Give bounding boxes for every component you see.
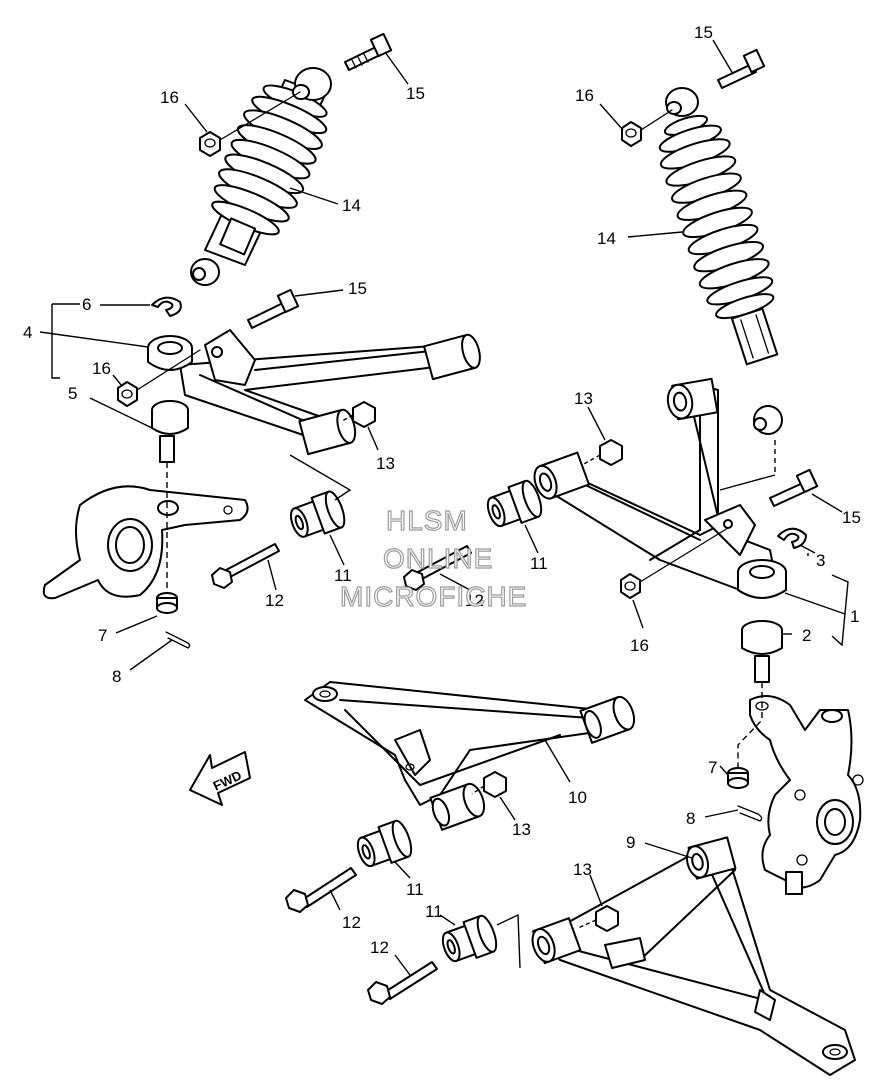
right-upper-shock-nut [621,121,642,147]
callout-16: 16 [630,636,649,655]
lower-long-bolt-front [285,867,357,913]
right-cotter-pin [737,805,763,822]
callout-13: 13 [512,820,531,839]
right-bushing-set [486,479,543,528]
left-lower-a-arm [304,681,636,831]
right-castle-nut [727,767,749,789]
callout-2: 2 [802,626,811,645]
leader-lines [39,39,849,976]
callout-13: 13 [573,860,592,879]
left-arm-nut [352,401,376,428]
callout-14: 14 [342,196,361,215]
left-circlip [151,296,182,317]
callout-11: 11 [425,902,443,921]
right-lower-a-arm [531,836,856,1076]
callout-16: 16 [92,359,111,378]
left-upper-shock-nut [199,131,221,157]
callout-11: 11 [334,566,352,585]
callout-13: 13 [376,454,395,473]
right-shock-absorber [658,87,783,435]
left-upper-arm-bolt [247,288,300,329]
left-bushing-set [289,490,346,538]
callout-12: 12 [370,938,389,957]
callout-7: 7 [708,758,717,777]
callout-15: 15 [842,508,861,527]
callout-11: 11 [406,880,424,899]
lower-bushing-set-rear [441,914,498,963]
callout-15: 15 [348,279,367,298]
watermark-line-3: MICROFICHE [340,581,527,612]
left-steering-knuckle [42,485,249,600]
right-upper-a-arm [533,377,787,599]
right-upper-arm-nut [620,573,641,599]
right-arm-nut [599,439,623,466]
callout-4: 4 [23,323,32,342]
watermark-line-2: ONLINE [383,543,493,574]
left-upper-arm-nut [117,381,138,407]
callout-1: 1 [850,607,859,626]
lower-arm-nut-rear [595,905,619,932]
left-castle-nut [156,592,178,614]
lower-arm-nut-front [483,771,507,798]
callout-11: 11 [530,554,548,573]
callout-9: 9 [626,833,635,852]
callout-10: 10 [568,788,587,807]
callout-12: 12 [465,591,484,610]
callout-14: 14 [597,229,616,248]
callout-16: 16 [575,86,594,105]
right-circlip [777,527,807,549]
callout-7: 7 [98,626,107,645]
left-upper-shock-bolt [344,32,393,71]
right-long-bolt [403,545,472,591]
watermark: HLSM ONLINE MICROFICHE [339,504,527,612]
callout-labels: 16 15 14 6 15 4 16 5 13 11 12 7 8 15 16 … [23,23,861,957]
lower-long-bolt-rear [367,961,438,1005]
right-upper-shock-bolt [717,48,766,89]
right-ball-joint [741,620,783,683]
callout-12: 12 [265,591,284,610]
callout-3: 3 [816,551,825,570]
callout-16: 16 [160,88,179,107]
left-long-bolt [211,543,280,589]
lower-bushing-set-front [356,819,413,868]
callout-15: 15 [694,23,713,42]
fwd-arrow-icon: FWD [189,751,251,806]
callout-13: 13 [574,389,593,408]
callout-5: 5 [68,384,77,403]
watermark-line-1: HLSM [386,505,468,536]
left-ball-joint [151,400,189,463]
left-shock-absorber [190,67,332,286]
right-steering-knuckle [749,695,864,895]
left-upper-a-arm [147,329,481,456]
callout-12: 12 [342,913,361,932]
callout-15: 15 [406,84,425,103]
callout-6: 6 [82,295,91,314]
callout-8: 8 [112,667,121,686]
callout-8: 8 [686,809,695,828]
right-upper-arm-bolt [769,468,819,507]
left-cotter-pin [165,631,191,649]
